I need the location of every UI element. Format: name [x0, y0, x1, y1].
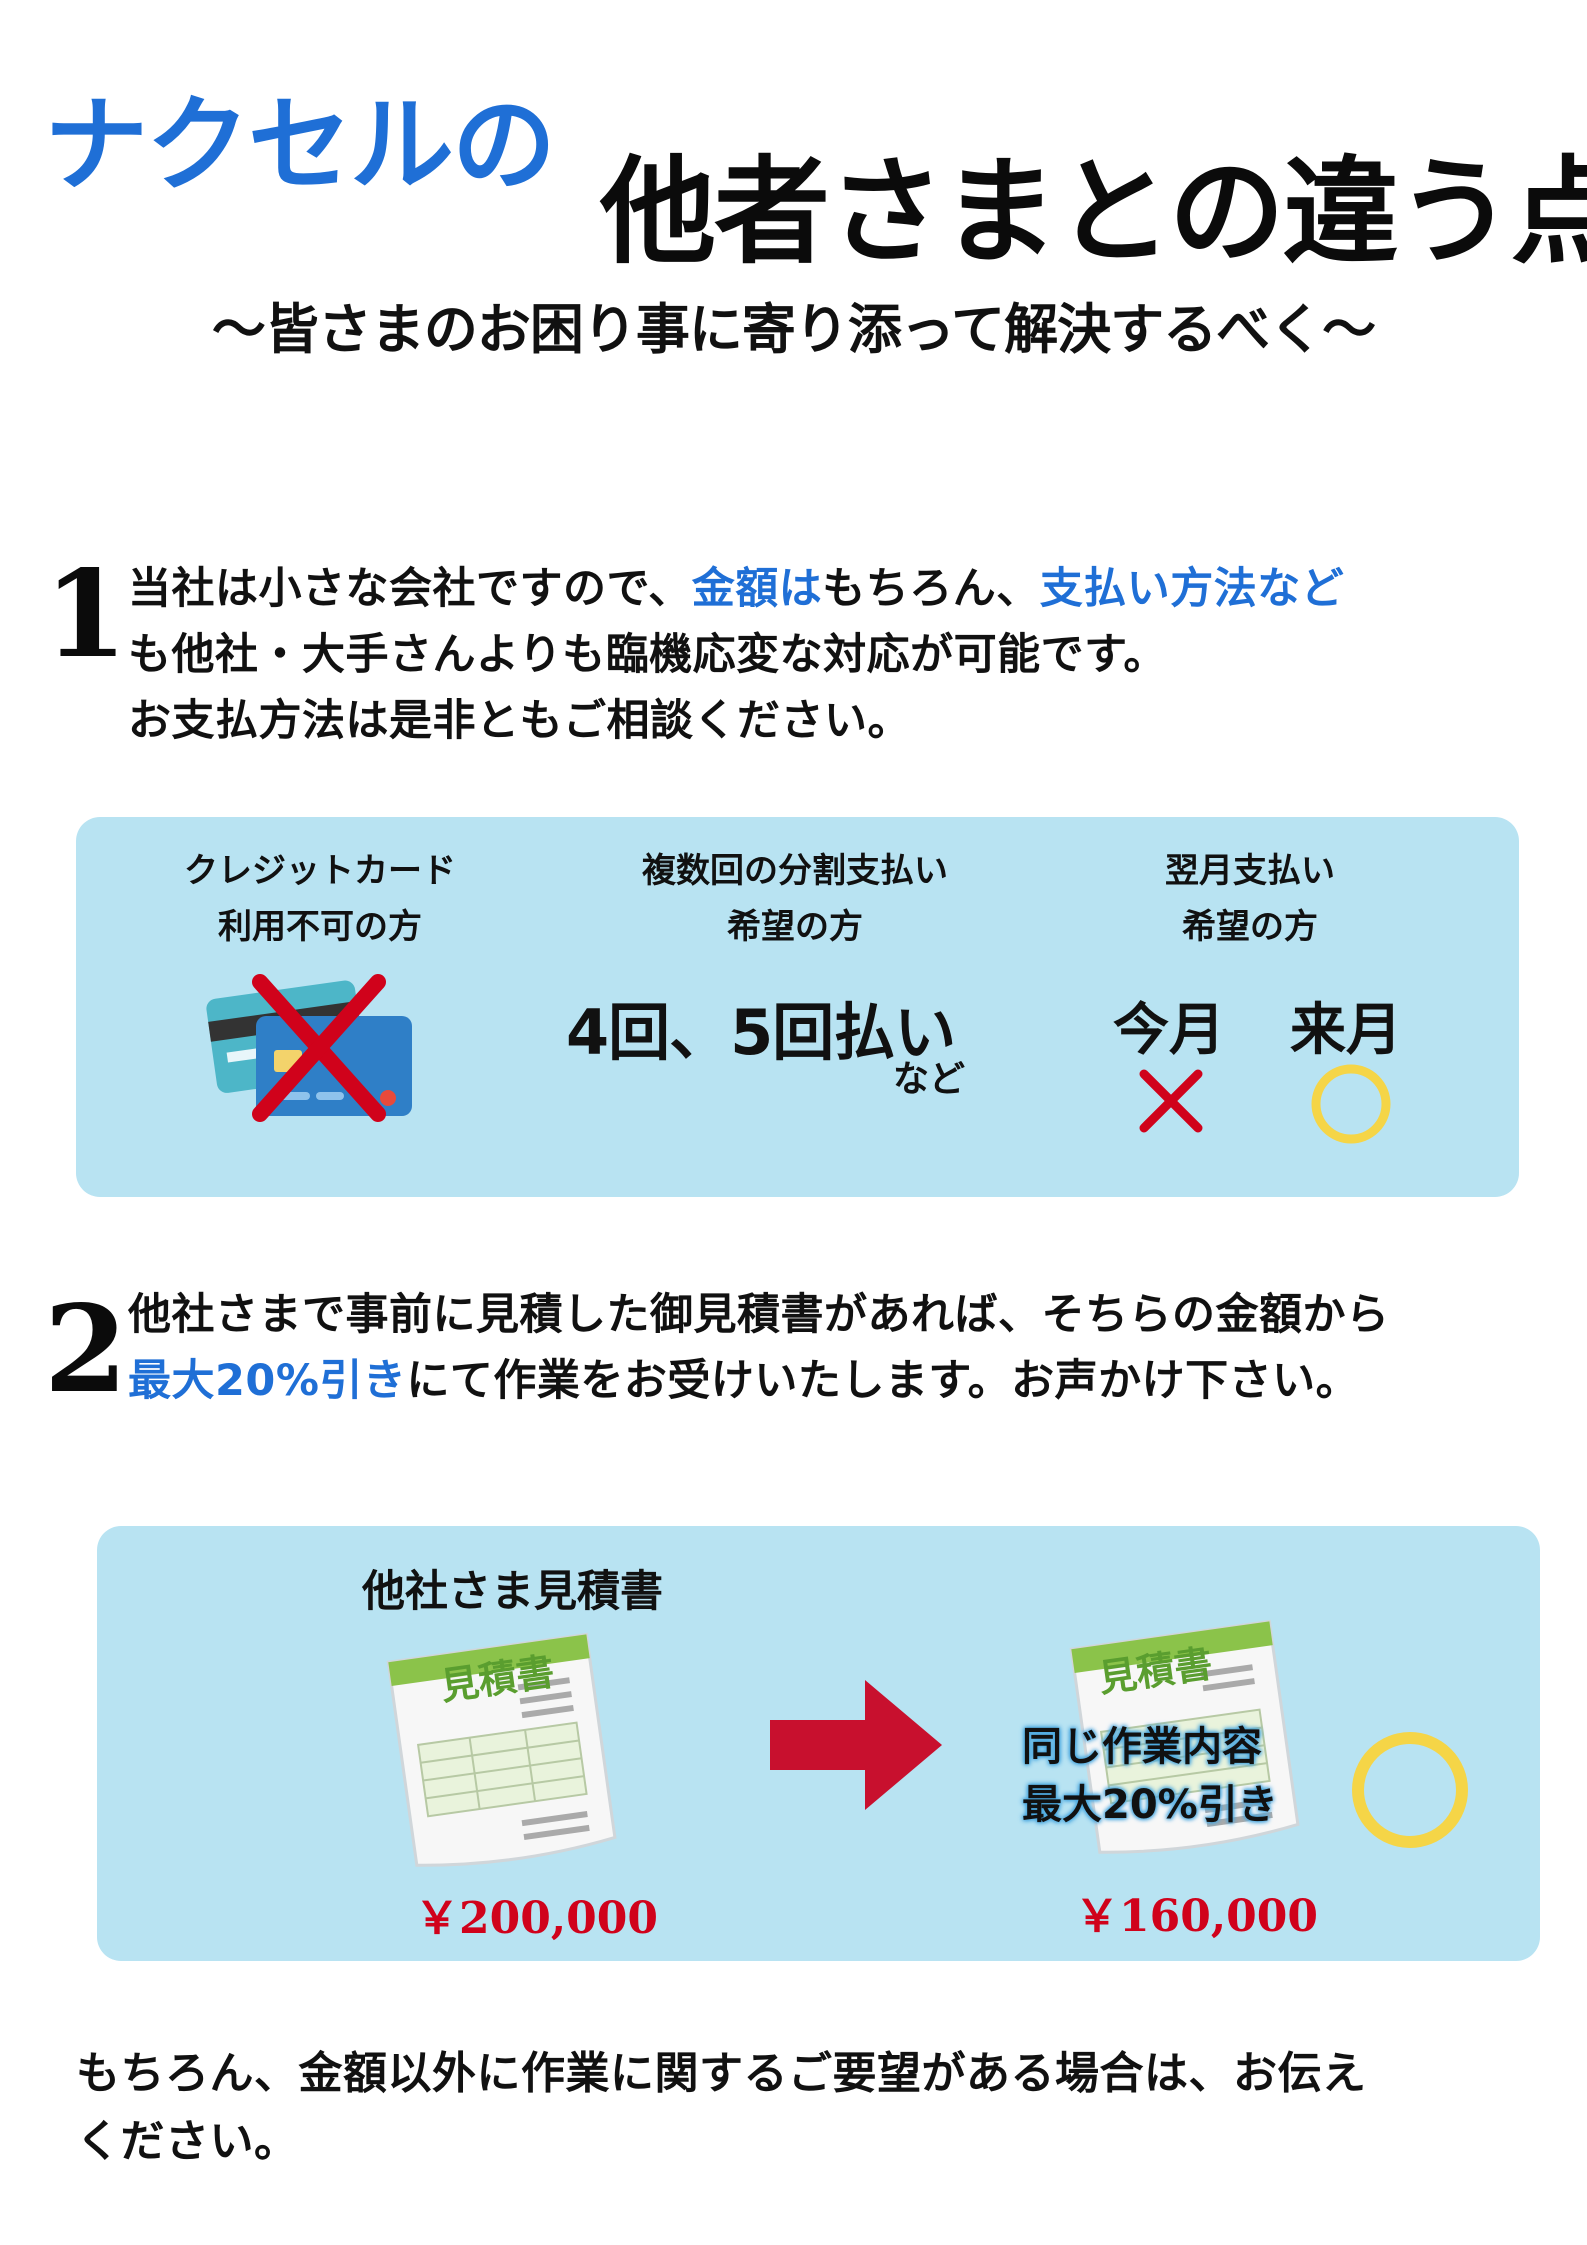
credit-card-crossed-icon [206, 974, 412, 1122]
footer-text: もちろん、金額以外に作業に関するご要望がある場合は、お伝え ください。 [76, 2040, 1367, 2176]
estimate-document-icon [386, 1632, 617, 1867]
option-credit-card-label: クレジットカード 利用不可の方 [140, 843, 500, 955]
page-heading: 他者さまとの違う点 [600, 145, 1587, 280]
this-month-label: 今月 [1113, 998, 1225, 1063]
section2-line1: 他社さまで事前に見積した御見積書があれば、そちらの金額から [128, 1290, 1390, 1340]
page-subtitle: 〜皆さまのお困り事に寄り添って解決するべく〜 [211, 298, 1376, 361]
text: にて作業をお受けいたします。お声かけ下さい。 [406, 1356, 1360, 1406]
label-line: 希望の方 [1182, 907, 1318, 947]
circle-ok-icon-2 [1352, 1732, 1468, 1848]
text: もちろん、 [822, 564, 1040, 614]
label-line: 希望の方 [727, 907, 863, 947]
circle-ok-icon [1311, 1064, 1391, 1144]
section-number-2: 2 [44, 1279, 128, 1420]
arrow-right-icon [770, 1680, 942, 1810]
next-month-label: 来月 [1290, 998, 1402, 1063]
brand-title: ナクセルの [44, 84, 556, 206]
section1-line3: お支払方法は是非ともご相談ください。 [128, 696, 911, 746]
installment-count: 4回、5回払い [566, 996, 956, 1069]
text: 当社は小さな会社ですので、 [128, 564, 692, 614]
other-estimate-caption: 他社さま見積書 [362, 1567, 663, 1617]
cross-icon [1139, 1069, 1203, 1133]
overlay-line: 最大20%引き [1022, 1782, 1278, 1828]
discounted-price: ￥160,000 [1075, 1891, 1319, 1942]
section1-line2: も他社・大手さんよりも臨機応変な対応が可能です。 [128, 630, 1167, 680]
discount-overlay: 同じ作業内容 最大20%引き [1022, 1718, 1278, 1834]
option-next-month-label: 翌月支払い 希望の方 [1085, 843, 1415, 955]
section2-line2: 最大20%引きにて作業をお受けいたします。お声かけ下さい。 [128, 1348, 1390, 1414]
option-installment-label: 複数回の分割支払い 希望の方 [590, 843, 1000, 955]
footer-line1: もちろん、金額以外に作業に関するご要望がある場合は、お伝え [76, 2048, 1367, 2099]
section1-text: 当社は小さな会社ですので、金額はもちろん、支払い方法など も他社・大手さんよりも… [128, 556, 1344, 754]
footer-line2: ください。 [76, 2116, 299, 2167]
section1-line1: 当社は小さな会社ですので、金額はもちろん、支払い方法など [128, 556, 1344, 622]
label-line: 利用不可の方 [218, 907, 422, 947]
label-line: クレジットカード [184, 851, 456, 891]
installment-etc: など [893, 1059, 966, 1100]
highlight-amount: 金額は [691, 564, 823, 614]
highlight-discount: 最大20%引き [128, 1356, 407, 1406]
section-number-1: 1 [44, 544, 128, 685]
original-price: ￥200,000 [415, 1893, 659, 1944]
section2-text: 他社さまで事前に見積した御見積書があれば、そちらの金額から 最大20%引きにて作… [128, 1282, 1390, 1414]
label-line: 複数回の分割支払い [642, 851, 948, 891]
estimate-document-discount-icon [1069, 1619, 1300, 1854]
label-line: 翌月支払い [1165, 851, 1335, 891]
highlight-payment: 支払い方法など [1039, 564, 1345, 614]
overlay-line: 同じ作業内容 [1022, 1724, 1262, 1770]
